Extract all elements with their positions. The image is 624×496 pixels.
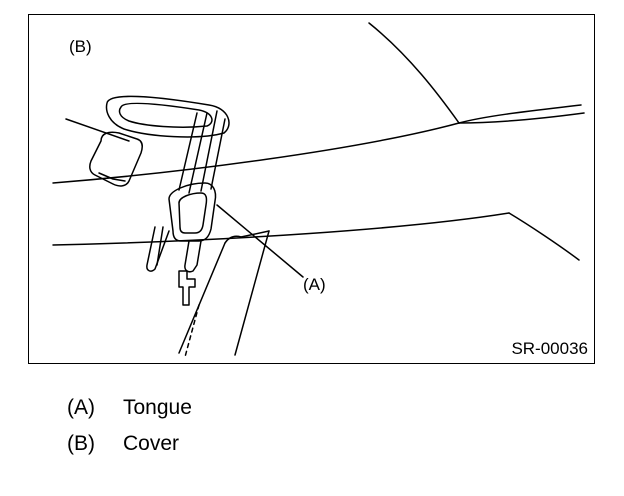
tongue-dashed-line — [184, 304, 200, 358]
upper-trim-edge — [458, 104, 582, 124]
legend-item-tongue: (A) Tongue — [67, 397, 192, 433]
legend-key: (B) — [67, 432, 95, 455]
guide-slot-outer — [105, 95, 230, 138]
legend-label: Tongue — [123, 396, 192, 419]
tongue-tip-right — [156, 226, 164, 266]
upper-trim-curve — [368, 22, 460, 124]
cover-part-shade — [98, 172, 126, 182]
cover-pointer-line — [65, 118, 130, 142]
upper-trim-lower-edge — [458, 112, 585, 124]
tongue-pointer-line — [216, 204, 304, 278]
legend: (A) Tongue (B) Cover — [67, 397, 192, 469]
figure-code: SR-00036 — [511, 339, 588, 358]
belt-webbing-left — [178, 112, 198, 191]
cover-part — [89, 131, 143, 187]
callout-tongue: (A) — [303, 275, 326, 294]
upper-trim-bottom — [52, 122, 460, 184]
pillar-right — [234, 230, 270, 356]
legend-label: Cover — [123, 432, 180, 455]
seat-belt-illustration — [52, 22, 585, 358]
belt-webbing-mid — [188, 112, 208, 194]
illustration-frame: (B) (A) SR-00036 — [28, 14, 595, 364]
guide-slot-inner — [118, 102, 213, 128]
tongue-latch-plate — [178, 270, 196, 306]
lower-trim-curve — [508, 212, 580, 261]
callout-cover: (B) — [69, 37, 92, 56]
belt-webbing-right — [200, 110, 218, 192]
lower-trim-top — [52, 212, 510, 246]
lower-trim-corner — [224, 235, 242, 244]
tongue-tip-left — [146, 226, 170, 272]
pillar-top — [240, 230, 270, 238]
belt-webbing-edge — [210, 118, 226, 190]
tongue-plate-outer — [168, 182, 217, 242]
tongue-plate-inner — [178, 192, 208, 234]
legend-item-cover: (B) Cover — [67, 433, 192, 469]
tongue-latch — [184, 240, 202, 273]
pillar-left — [178, 242, 226, 354]
legend-key: (A) — [67, 396, 95, 419]
